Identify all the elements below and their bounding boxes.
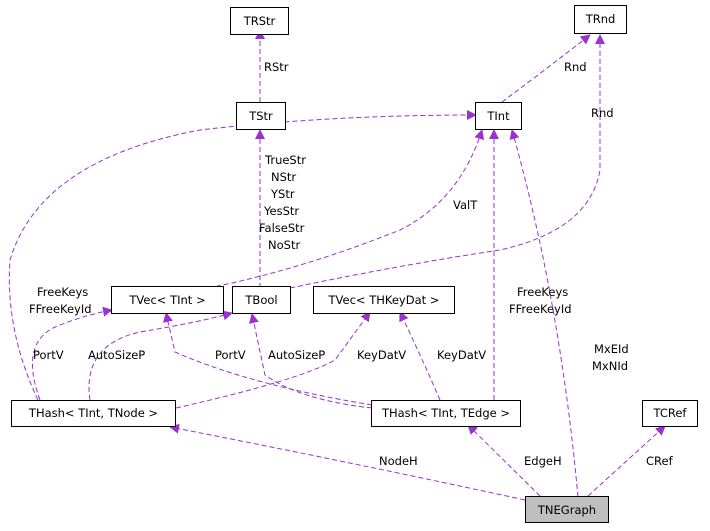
edge-label-autosizep-mid: AutoSizeP xyxy=(268,348,325,362)
edge-label-rstr: RStr xyxy=(264,60,289,74)
edge-label-mxnid: MxNId xyxy=(592,359,628,373)
node-tcref[interactable]: TCRef xyxy=(642,400,698,427)
node-tint-label: TInt xyxy=(486,109,510,123)
edge-label-keydatv-left: KeyDatV xyxy=(357,348,406,362)
node-tvec-tint[interactable]: TVec< TInt > xyxy=(111,286,224,314)
node-tnegraph[interactable]: TNEGraph xyxy=(525,496,609,523)
edge-label-ffreekeyid-mid: FFreeKeyId xyxy=(509,302,572,316)
edge-label-edgeh: EdgeH xyxy=(524,454,562,468)
node-trnd[interactable]: TRnd xyxy=(574,5,627,34)
node-tcref-label: TCRef xyxy=(653,406,688,420)
edge-label-ffreekeyid-left: FFreeKeyId xyxy=(29,302,92,316)
node-tvec-thkeydat[interactable]: TVec< THKeyDat > xyxy=(313,286,455,314)
edge-tnegraph-to-thash-node xyxy=(169,423,526,501)
edge-label-nostr: NoStr xyxy=(268,238,300,252)
edge-label-yesstr: YesStr xyxy=(263,204,299,218)
node-tstr-label: TStr xyxy=(248,109,273,123)
edge-thash-node-to-tbool xyxy=(88,310,233,401)
edge-label-portv-left: PortV xyxy=(33,348,64,362)
edge-tnegraph-to-thash-edge xyxy=(467,424,541,497)
node-trstr-label: TRStr xyxy=(243,14,276,28)
edge-label-truestr: TrueStr xyxy=(264,153,306,167)
edge-thash-node-to-tvec-thkeydat xyxy=(175,311,371,409)
node-tbool-label: TBool xyxy=(244,293,277,307)
edge-label-portv-mid: PortV xyxy=(215,348,246,362)
edge-label-cref: CRef xyxy=(646,454,674,468)
node-trnd-label: TRnd xyxy=(585,12,616,26)
edge-thash-edge-to-tvec-tint xyxy=(163,312,373,406)
edge-label-rnd-right: Rnd xyxy=(591,106,614,120)
edge-thash-node-to-tvec-tint xyxy=(32,306,113,401)
edge-label-nodeh: NodeH xyxy=(379,454,418,468)
edges xyxy=(8,29,666,501)
edge-label-nstr: NStr xyxy=(271,170,296,184)
node-thash-edge-label: THash< TInt, TEdge > xyxy=(381,406,510,420)
node-trstr[interactable]: TRStr xyxy=(230,7,289,35)
edge-label-keydatv-right: KeyDatV xyxy=(437,348,486,362)
edge-label-autosizep-left: AutoSizeP xyxy=(88,348,145,362)
edge-label-valt: ValT xyxy=(453,198,478,212)
edge-tnegraph-to-tint xyxy=(509,129,579,498)
edge-label-freekeys-left: FreeKeys xyxy=(37,285,88,299)
node-tvec-tint-label: TVec< TInt > xyxy=(128,293,205,307)
node-tint[interactable]: TInt xyxy=(475,102,522,130)
edge-label-ystr: YStr xyxy=(270,187,295,201)
edge-thash-edge-to-tvec-thkeydat xyxy=(399,311,441,401)
edge-tbool-to-trnd xyxy=(289,34,605,289)
edge-label-rnd-top: Rnd xyxy=(564,60,587,74)
node-tnegraph-label: TNEGraph xyxy=(537,503,596,517)
edge-label-freekeys-mid: FreeKeys xyxy=(517,285,568,299)
node-thash-edge[interactable]: THash< TInt, TEdge > xyxy=(371,400,521,427)
edge-label-falsestr: FalseStr xyxy=(259,221,305,235)
node-tstr[interactable]: TStr xyxy=(236,102,286,130)
edge-labels: RStr Rnd Rnd TrueStr NStr YStr YesStr Fa… xyxy=(29,60,674,468)
node-tvec-thkeydat-label: TVec< THKeyDat > xyxy=(328,293,440,307)
node-tbool[interactable]: TBool xyxy=(232,286,291,314)
node-thash-node-label: THash< TInt, TNode > xyxy=(28,406,158,420)
edge-thash-edge-to-tbool xyxy=(248,313,373,409)
edge-label-mxeid: MxEId xyxy=(594,342,629,356)
edge-tint-to-trnd xyxy=(501,34,591,103)
edge-tnegraph-to-tcref xyxy=(587,425,666,497)
node-thash-node[interactable]: THash< TInt, TNode > xyxy=(11,400,176,427)
edge-tvec-tint-to-tint xyxy=(207,129,485,289)
